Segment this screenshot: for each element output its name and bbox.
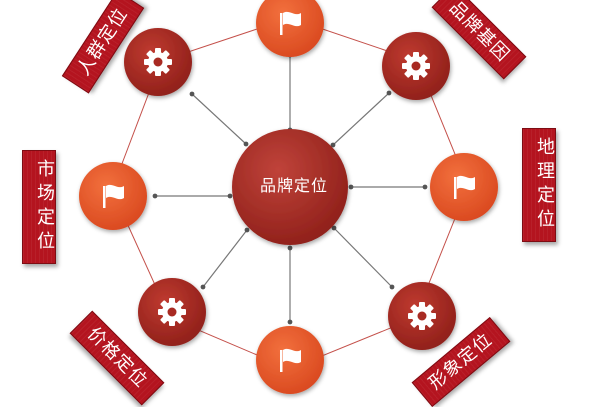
center-node	[232, 129, 348, 245]
gear-node-top-right	[382, 32, 450, 100]
flag-node-top	[256, 0, 324, 57]
gear-node-bottom-left	[138, 278, 206, 346]
flag-icon	[280, 348, 301, 372]
connector-bottom-right	[331, 225, 395, 290]
gear-icon	[402, 52, 430, 80]
gear-icon	[408, 302, 436, 330]
label-geographic-positioning: 地理定位	[522, 128, 556, 242]
gear-node-top-left	[124, 28, 192, 96]
flag-icon	[454, 175, 475, 199]
center-node-label: 品牌定位	[259, 176, 328, 195]
gear-node-bottom-right	[388, 282, 456, 350]
gear-icon	[158, 298, 186, 326]
flag-icon	[280, 11, 301, 35]
label-market-positioning: 市场定位	[22, 150, 56, 264]
flag-icon	[103, 184, 124, 208]
connector-top-right	[330, 90, 392, 148]
flag-node-bottom	[256, 326, 324, 394]
gear-icon	[144, 48, 172, 76]
connector-top-left	[189, 91, 249, 147]
flag-node-right	[430, 153, 498, 221]
connector-bottom-left	[200, 227, 250, 290]
flag-node-left	[79, 162, 147, 230]
connectors	[152, 52, 428, 325]
